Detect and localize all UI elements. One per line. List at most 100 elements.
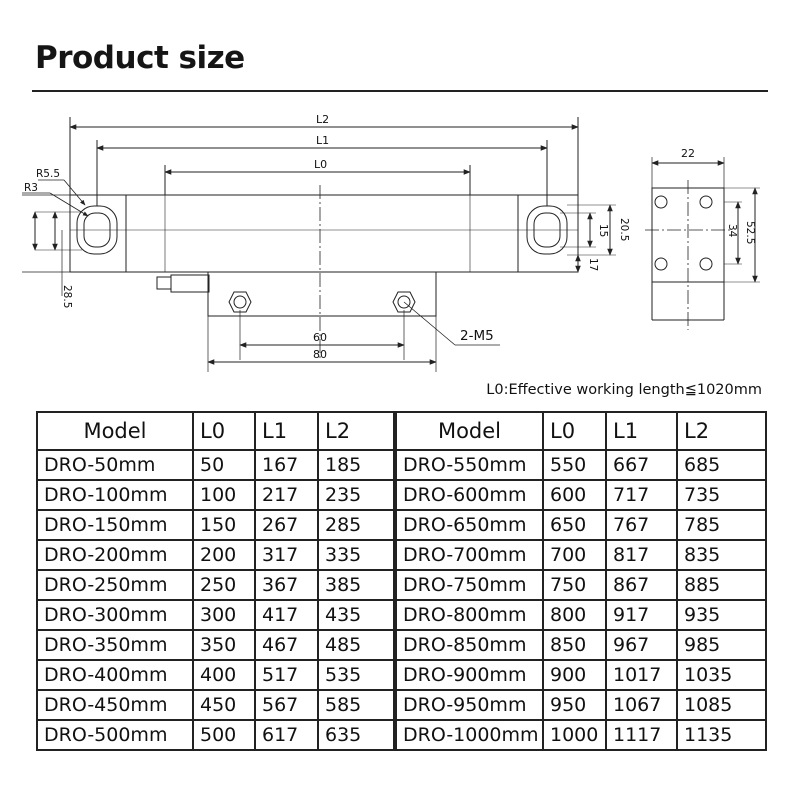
cell-l1: 467	[254, 629, 319, 661]
column-header-l2: L2	[317, 411, 396, 451]
cell-l2: 635	[317, 719, 396, 751]
cell-l2: 735	[676, 479, 767, 511]
cell-l2: 785	[676, 509, 767, 541]
cell-l2: 585	[317, 689, 396, 721]
cell-model: DRO-550mm	[393, 449, 544, 481]
cell-model: DRO-950mm	[393, 689, 544, 721]
cell-l2: 685	[676, 449, 767, 481]
cell-l1: 567	[254, 689, 319, 721]
cell-l1: 867	[605, 569, 678, 601]
dim-label-2-m5: 2-M5	[460, 328, 494, 344]
dim-label-60: 60	[313, 331, 327, 344]
cell-l0: 150	[192, 509, 256, 541]
cell-l0: 250	[192, 569, 256, 601]
dim-label-r55: R5.5	[36, 168, 60, 180]
dim-label-15: 15	[597, 224, 609, 237]
cell-l1: 1117	[605, 719, 678, 751]
cell-l1: 817	[605, 539, 678, 571]
dim-label-l0: L0	[314, 158, 327, 171]
dim-label-r3: R3	[24, 182, 38, 194]
cell-l1: 517	[254, 659, 319, 691]
page-title: Product size	[35, 40, 245, 76]
cell-l1: 967	[605, 629, 678, 661]
cell-model: DRO-1000mm	[393, 719, 544, 751]
cell-l2: 1035	[676, 659, 767, 691]
cell-l0: 650	[542, 509, 607, 541]
cell-model: DRO-400mm	[36, 659, 194, 691]
dim-label-20-5: 20.5	[618, 218, 630, 241]
cell-l0: 100	[192, 479, 256, 511]
cell-l0: 350	[192, 629, 256, 661]
cell-model: DRO-850mm	[393, 629, 544, 661]
column-header-l2: L2	[676, 411, 767, 451]
column-header-model: Model	[36, 411, 194, 451]
cell-l0: 500	[192, 719, 256, 751]
column-header-model: Model	[393, 411, 544, 451]
cell-l1: 367	[254, 569, 319, 601]
scale-body	[69, 194, 579, 273]
cell-l0: 900	[542, 659, 607, 691]
cell-l2: 885	[676, 569, 767, 601]
cell-l2: 535	[317, 659, 396, 691]
cell-l2: 435	[317, 599, 396, 631]
cell-l1: 267	[254, 509, 319, 541]
cell-model: DRO-650mm	[393, 509, 544, 541]
table-header-row: Model L0 L1 L2 Model L0 L1 L2	[36, 411, 767, 451]
cell-l2: 185	[317, 449, 396, 481]
cell-l0: 300	[192, 599, 256, 631]
cell-l0: 600	[542, 479, 607, 511]
cell-l2: 985	[676, 629, 767, 661]
dim-label-22: 22	[681, 147, 695, 160]
cell-l1: 767	[605, 509, 678, 541]
cell-model: DRO-350mm	[36, 629, 194, 661]
cell-l1: 617	[254, 719, 319, 751]
cell-l0: 800	[542, 599, 607, 631]
cell-l2: 935	[676, 599, 767, 631]
cell-l1: 417	[254, 599, 319, 631]
cell-l0: 950	[542, 689, 607, 721]
cell-l2: 1085	[676, 689, 767, 721]
dimension-drawing: L2 L1 L0 R5.5 R3 28.5 60 80 2-M5 15 20.5…	[22, 113, 760, 372]
column-header-l0: L0	[192, 411, 256, 451]
cell-model: DRO-100mm	[36, 479, 194, 511]
dim-label-28-5: 28.5	[61, 285, 73, 308]
reading-head	[207, 271, 437, 317]
cell-l1: 667	[605, 449, 678, 481]
dim-label-l2: L2	[316, 113, 329, 126]
cell-l1: 1067	[605, 689, 678, 721]
cell-l2: 235	[317, 479, 396, 511]
cell-l1: 167	[254, 449, 319, 481]
cell-model: DRO-500mm	[36, 719, 194, 751]
cell-model: DRO-800mm	[393, 599, 544, 631]
cell-model: DRO-700mm	[393, 539, 544, 571]
cell-l2: 285	[317, 509, 396, 541]
cell-model: DRO-300mm	[36, 599, 194, 631]
cell-l2: 335	[317, 539, 396, 571]
cell-l1: 917	[605, 599, 678, 631]
cell-l0: 700	[542, 539, 607, 571]
cell-l0: 750	[542, 569, 607, 601]
column-header-l1: L1	[254, 411, 319, 451]
cell-l0: 50	[192, 449, 256, 481]
cell-l1: 1017	[605, 659, 678, 691]
cell-l2: 1135	[676, 719, 767, 751]
dim-label-17: 17	[587, 258, 599, 271]
column-header-l0: L0	[542, 411, 607, 451]
cell-l0: 1000	[542, 719, 607, 751]
dim-label-l1: L1	[316, 134, 329, 147]
cell-l2: 835	[676, 539, 767, 571]
cell-l1: 717	[605, 479, 678, 511]
column-header-l1: L1	[605, 411, 678, 451]
title-divider	[32, 90, 768, 92]
dim-label-80: 80	[313, 348, 327, 361]
